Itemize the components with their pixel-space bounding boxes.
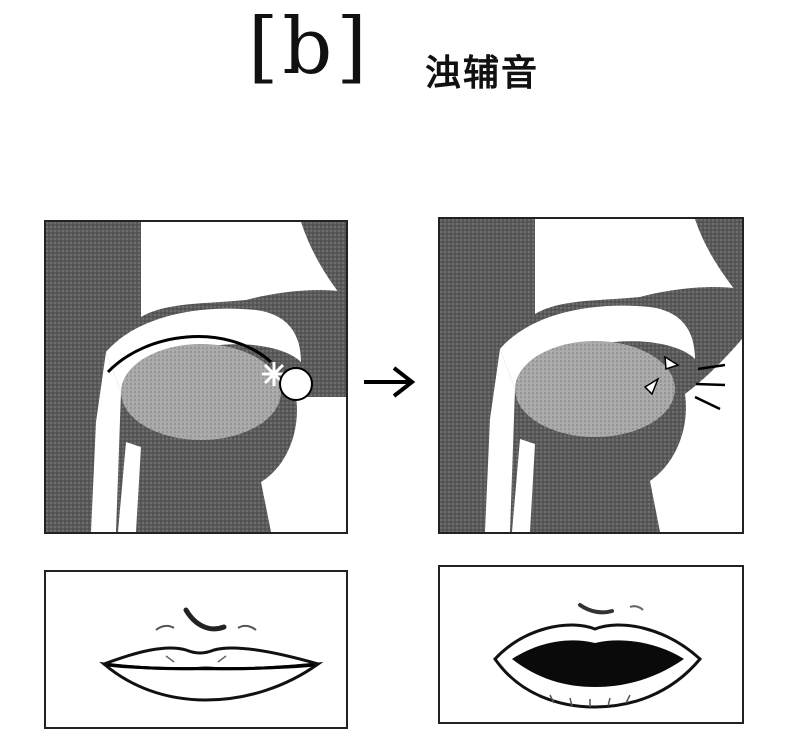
nasal-cavity xyxy=(535,219,742,314)
oral-cavity xyxy=(500,305,695,389)
nostril-right xyxy=(237,624,257,631)
nasal-cavity xyxy=(141,222,346,317)
nose-shape xyxy=(695,219,742,299)
pharynx xyxy=(485,349,515,532)
larynx xyxy=(512,439,535,532)
lip-seam xyxy=(107,663,315,671)
chin-outline xyxy=(261,397,346,532)
lip-texture xyxy=(549,694,631,707)
pharynx xyxy=(91,352,121,532)
phoneme-category: 浊辅音 xyxy=(425,53,540,94)
larynx xyxy=(118,442,141,532)
title-area: [b] 浊辅音 xyxy=(0,0,796,120)
tongue xyxy=(515,341,675,437)
lips-open-panel xyxy=(438,565,744,724)
closure-star xyxy=(262,362,286,386)
sagittal-closed-panel xyxy=(44,220,348,534)
nose-shape xyxy=(301,222,346,302)
mouth-opening xyxy=(512,640,684,687)
sagittal-released-panel xyxy=(438,217,744,534)
nostril-left xyxy=(155,624,175,631)
sagittal-closed-diagram xyxy=(46,222,346,532)
upper-lip xyxy=(664,355,680,371)
lip-texture xyxy=(165,655,227,663)
lower-lip xyxy=(643,377,660,396)
lips-closed-drawing xyxy=(99,607,324,702)
lips-open-drawing xyxy=(493,603,703,709)
phoneme-symbol: [b] xyxy=(248,2,371,92)
closed-lips-circle xyxy=(279,367,313,401)
chin-outline xyxy=(650,339,742,532)
nose-base xyxy=(183,607,227,632)
burst-line-3 xyxy=(694,395,721,411)
sagittal-released-diagram xyxy=(440,219,742,532)
airflow-arc xyxy=(106,335,272,374)
nostril-right xyxy=(629,605,644,611)
oral-cavity xyxy=(106,308,301,392)
tongue xyxy=(121,344,281,440)
transition-arrow-icon xyxy=(364,366,416,398)
lips-closed-panel xyxy=(44,570,348,729)
burst-line-1 xyxy=(697,363,726,371)
nose-base xyxy=(578,603,614,615)
burst-line-2 xyxy=(695,382,726,387)
